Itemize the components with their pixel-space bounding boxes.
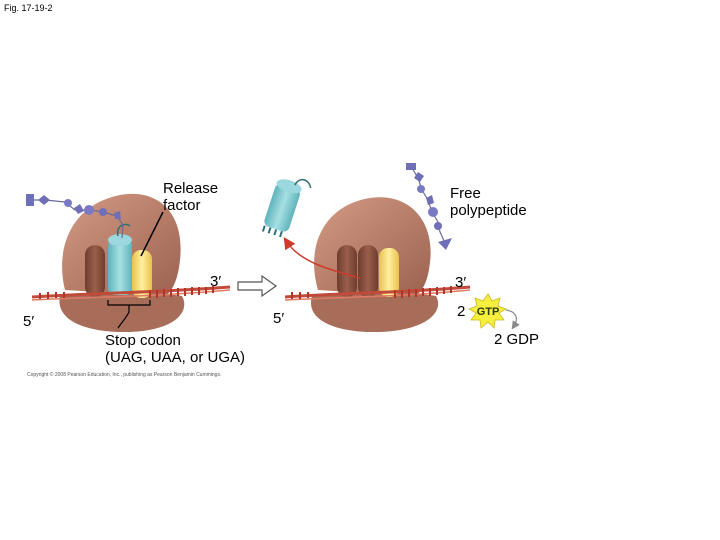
gtp-starburst xyxy=(468,293,507,329)
p-site-trna xyxy=(132,250,152,298)
stop-codon-label: Stop codon (UAG, UAA, or UGA) xyxy=(105,332,246,366)
right-5prime-label: 5′ xyxy=(273,310,285,327)
right-mrna xyxy=(284,285,471,301)
right-e-site xyxy=(337,245,357,297)
left-polypeptide xyxy=(26,194,124,239)
right-ribosome xyxy=(310,197,439,333)
gdp-label: 2 GDP xyxy=(494,331,540,348)
released-release-factor xyxy=(261,178,312,238)
release-arrow xyxy=(283,236,361,279)
release-factor xyxy=(108,223,132,295)
left-mrna xyxy=(31,285,231,301)
figure-label: Fig. 17-19-2 xyxy=(4,3,53,13)
release-factor-label: Release factor xyxy=(163,180,219,214)
free-polypeptide-label: Free polypeptide xyxy=(450,185,527,219)
copyright-notice: Copyright © 2008 Pearson Education, Inc.… xyxy=(27,372,222,378)
release-factor-leader xyxy=(140,211,164,257)
right-p-site xyxy=(358,245,378,297)
left-5prime-label: 5′ xyxy=(23,313,35,330)
left-ribosome xyxy=(59,193,185,333)
gtp-count-label: 2 xyxy=(457,303,466,320)
e-site-trna xyxy=(85,245,105,297)
left-3prime-label: 3′ xyxy=(210,273,222,290)
stop-codon-bracket xyxy=(107,300,151,329)
gtp-hydrolysis-arrow xyxy=(505,309,520,330)
right-a-site-trna xyxy=(379,248,399,297)
right-3prime-label: 3′ xyxy=(455,274,467,291)
transition-arrow xyxy=(237,274,278,298)
free-polypeptide xyxy=(406,163,452,250)
gtp-label: GTP xyxy=(477,306,500,318)
